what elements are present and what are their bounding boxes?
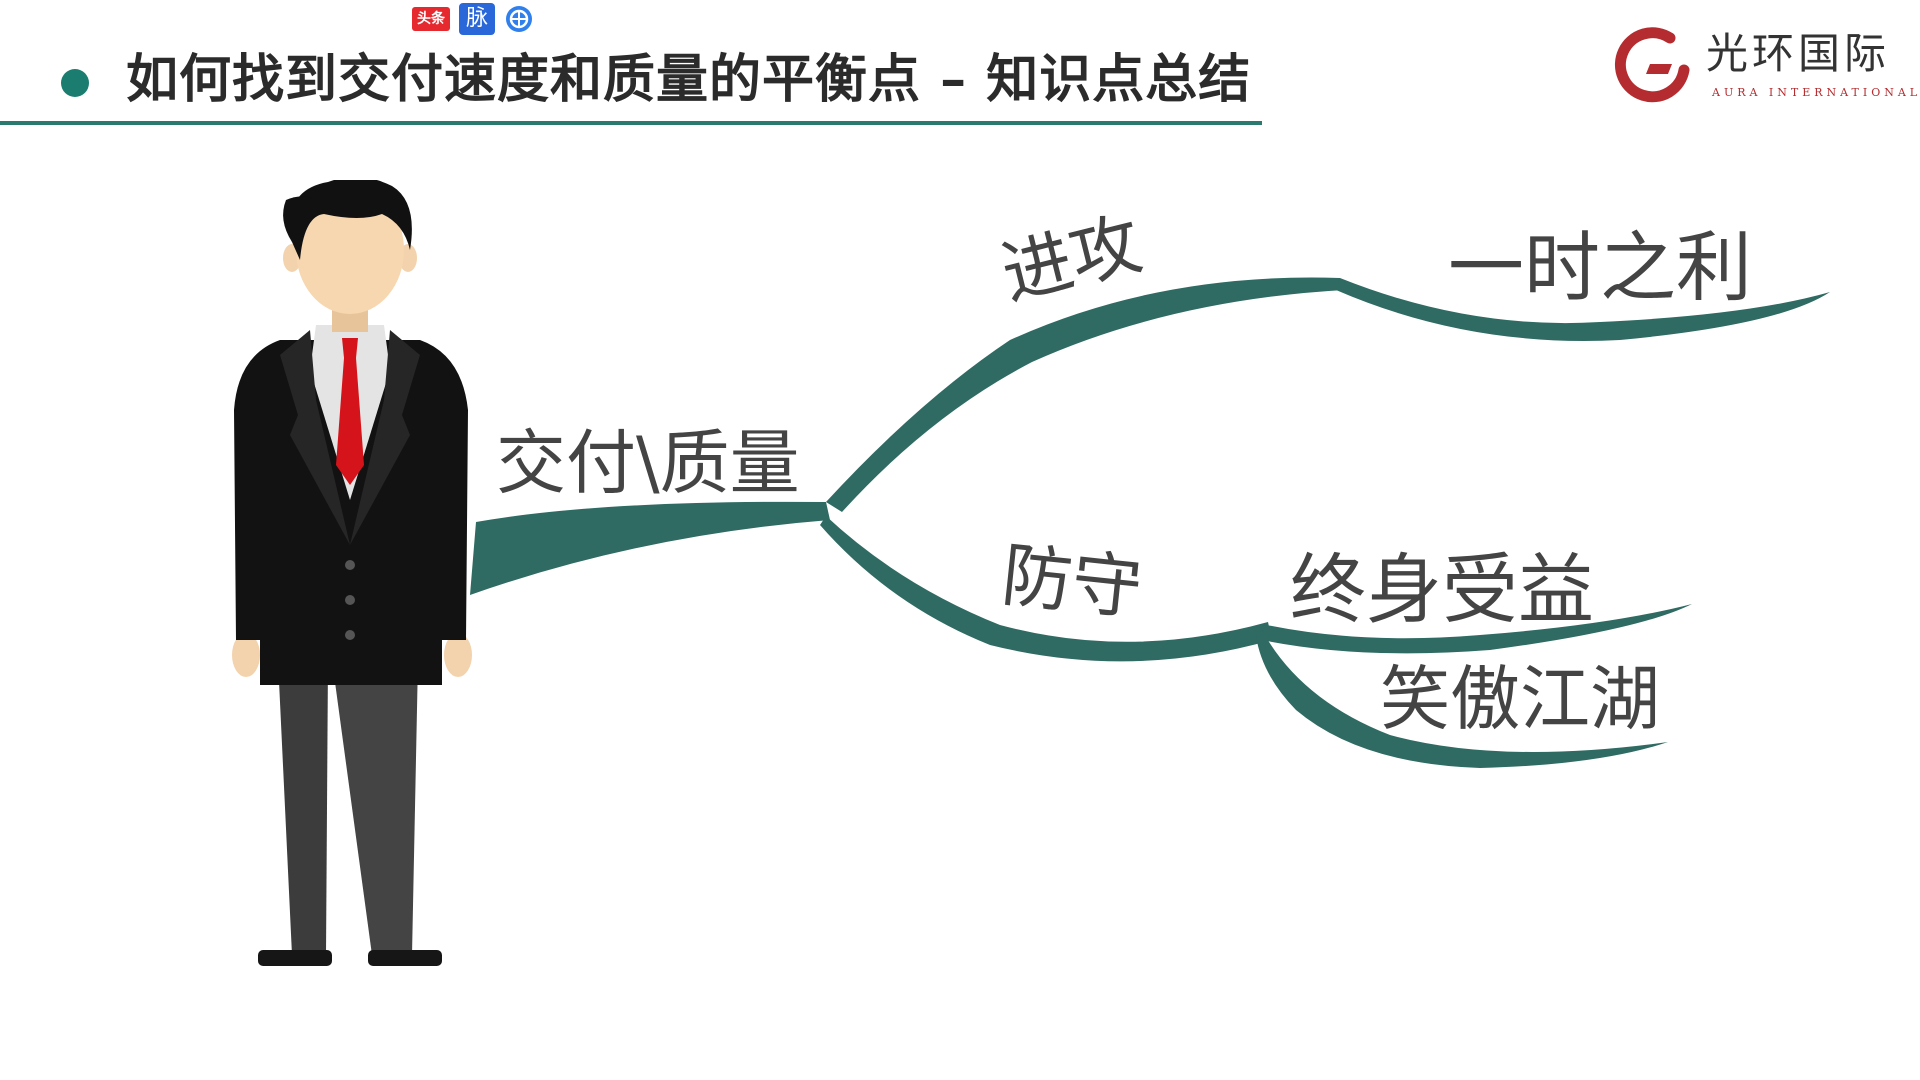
toutiao-icon[interactable]: 头条	[412, 7, 450, 31]
logo-name-en: AURA INTERNATIONAL	[1712, 86, 1920, 99]
businessman-illustration	[232, 180, 472, 966]
logo-name-cn: 光环国际	[1706, 29, 1891, 78]
title-bullet	[61, 69, 89, 97]
title-underline	[0, 121, 1262, 125]
logo-swirl-icon	[1614, 27, 1690, 103]
mindmap-root-label: 交付\质量	[496, 422, 800, 504]
branch-label-defense: 防守	[998, 534, 1146, 631]
globe-icon[interactable]	[504, 4, 534, 34]
top-icon-bar: 头条 脉	[412, 2, 534, 36]
leaf-label-short-term-gain: 一时之利	[1448, 223, 1752, 312]
slide-title: 如何找到交付速度和质量的平衡点 – 知识点总结	[126, 49, 1252, 110]
leaf-label-master-of-the-game: 笑傲江湖	[1380, 658, 1660, 740]
maimai-icon[interactable]: 脉	[459, 3, 495, 35]
company-logo: 光环国际 AURA INTERNATIONAL	[1610, 22, 1917, 112]
leaf-label-lifelong-benefit: 终身受益	[1290, 545, 1594, 634]
